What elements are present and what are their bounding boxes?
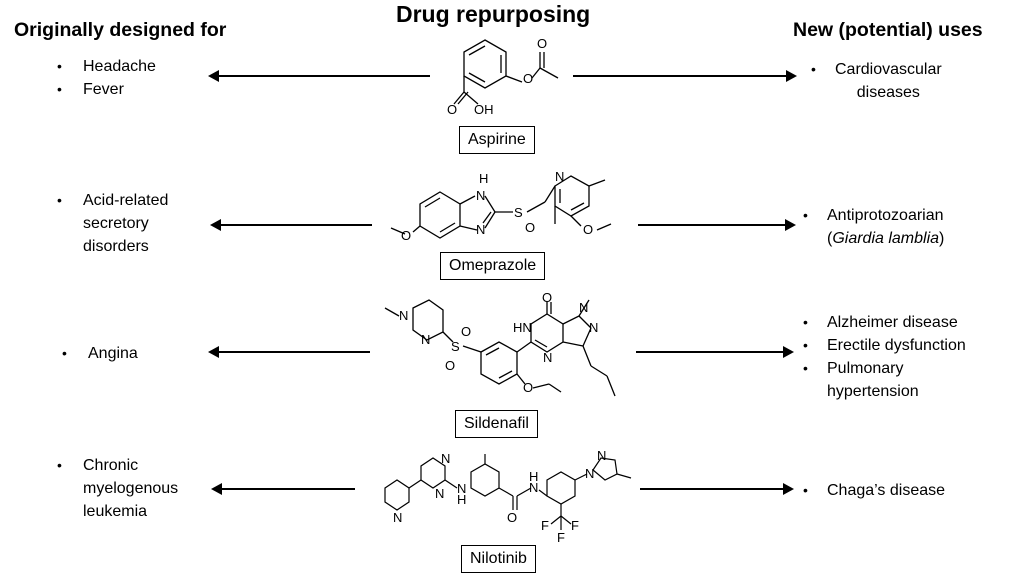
atom-label: O xyxy=(542,290,552,305)
drug-name-sildenafil: Sildenafil xyxy=(455,410,538,438)
list-item: Erectile dysfunction xyxy=(803,334,966,357)
diagram-title: Drug repurposing xyxy=(396,1,591,27)
atom-label: S xyxy=(514,205,523,220)
sildenafil-structure: N N S O O HN O N N N O xyxy=(384,290,616,397)
atom-label: HN xyxy=(513,320,532,335)
arrow-right xyxy=(638,219,796,231)
atom-label: S xyxy=(451,339,460,354)
nilotinib-new-uses: Chaga’s disease xyxy=(803,479,945,502)
atom-label: N xyxy=(589,320,598,335)
atom-label: O xyxy=(523,380,533,395)
atom-label: O xyxy=(523,71,533,86)
atom-label: N xyxy=(529,480,538,495)
atom-label: O xyxy=(401,228,411,243)
atom-label: O xyxy=(461,324,471,339)
drug-name-omeprazole: Omeprazole xyxy=(440,252,546,280)
aspirine-structure: O O O OH xyxy=(447,36,559,117)
list-item: Alzheimer disease xyxy=(803,311,966,334)
omeprazole-structure: H N N S O N O O xyxy=(390,169,612,243)
arrow-left xyxy=(208,346,370,358)
atom-label: O xyxy=(537,36,547,51)
atom-label: N xyxy=(476,222,485,237)
atom-label: N xyxy=(393,510,402,525)
atom-label: O xyxy=(507,510,517,525)
arrow-right xyxy=(573,70,797,82)
atom-label: O xyxy=(583,222,593,237)
right-column-header: New (potential) uses xyxy=(793,19,983,41)
atom-label: F xyxy=(541,518,549,533)
atom-label: N xyxy=(579,300,588,315)
omeprazole-new-uses: Antiprotozoarian (Giardia lamblia) xyxy=(803,204,944,250)
atom-label: O xyxy=(445,358,455,373)
atom-label: N xyxy=(555,169,564,184)
atom-label: O xyxy=(525,220,535,235)
atom-label: N xyxy=(457,481,466,496)
arrow-right xyxy=(636,346,794,358)
aspirine-new-uses: Cardiovascular diseases xyxy=(811,58,942,104)
atom-label: H xyxy=(479,171,488,186)
atom-label: N xyxy=(476,188,485,203)
left-column-header: Originally designed for xyxy=(14,19,227,41)
drug-name-nilotinib: Nilotinib xyxy=(461,545,536,573)
list-item: Antiprotozoarian (Giardia lamblia) xyxy=(803,204,944,250)
list-item: Chaga’s disease xyxy=(803,479,945,502)
list-item: Pulmonary hypertension xyxy=(803,357,966,403)
arrow-left xyxy=(208,70,430,82)
atom-label: N xyxy=(585,466,594,481)
atom-label: N xyxy=(597,448,606,463)
sildenafil-original-uses: Angina xyxy=(62,342,138,365)
atom-label: N xyxy=(441,451,450,466)
arrow-right xyxy=(640,483,794,495)
atom-label: F xyxy=(557,530,565,545)
list-item: Fever xyxy=(57,78,156,101)
atom-label: N xyxy=(421,332,430,347)
atom-label: OH xyxy=(474,102,494,117)
atom-label: O xyxy=(447,102,457,117)
arrow-left xyxy=(210,219,372,231)
list-item: Angina xyxy=(62,342,138,365)
list-item: Chronic myelogenous leukemia xyxy=(57,454,178,523)
sildenafil-new-uses: Alzheimer disease Erectile dysfunction P… xyxy=(803,311,966,403)
omeprazole-original-uses: Acid-related secretory disorders xyxy=(57,189,168,258)
list-item: Acid-related secretory disorders xyxy=(57,189,168,258)
nilotinib-original-uses: Chronic myelogenous leukemia xyxy=(57,454,178,523)
drug-name-aspirine: Aspirine xyxy=(459,126,535,154)
atom-label: H xyxy=(529,469,538,484)
atom-label: N xyxy=(543,350,552,365)
atom-label: N xyxy=(399,308,408,323)
nilotinib-structure: N N N N H O N H N N F F F xyxy=(384,448,632,545)
atom-label: F xyxy=(571,518,579,533)
list-item: Headache xyxy=(57,55,156,78)
list-item: Cardiovascular diseases xyxy=(811,58,942,104)
atom-label: N xyxy=(435,486,444,501)
atom-label: H xyxy=(457,492,466,507)
arrow-left xyxy=(211,483,355,495)
aspirine-original-uses: Headache Fever xyxy=(57,55,156,101)
